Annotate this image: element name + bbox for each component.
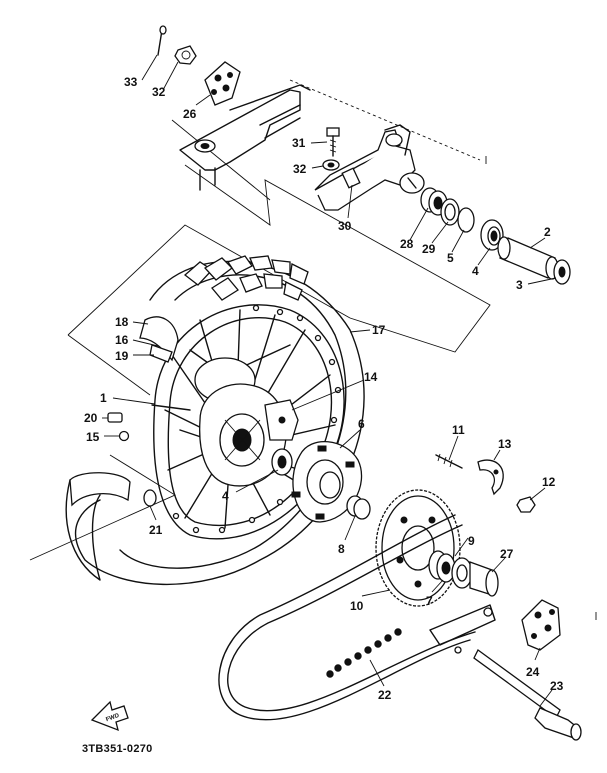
callout-28: 29: [422, 242, 436, 256]
part-32-nut: [174, 45, 197, 65]
part-29-brake-arm: [314, 124, 425, 211]
part-23-axle: [473, 649, 582, 741]
callout-4-lower: 4: [222, 489, 229, 503]
callout-3: 3: [516, 278, 523, 292]
part-2-spacer: [497, 236, 559, 280]
callout-16: 16: [115, 333, 129, 347]
callout-32: 32: [152, 85, 166, 99]
callout-26: 27: [500, 547, 514, 561]
part-5-circlip: [457, 207, 475, 233]
part-15-nut: [118, 430, 130, 442]
rear-hub: [194, 357, 299, 487]
chain-links: [326, 628, 402, 678]
part-24-adjuster-plate: [521, 599, 561, 651]
part-25-adjuster-plate: [204, 61, 241, 106]
part-11-stud-bolt: [435, 453, 463, 469]
callout-12: 12: [542, 475, 556, 489]
part-8-spacer: [346, 495, 371, 520]
tire-tread: [183, 255, 309, 301]
bracket-washer: [194, 139, 216, 153]
callout-18: 18: [115, 315, 129, 329]
part-9-oil-seal: [451, 557, 473, 589]
part-33-cotter-pin: [157, 25, 167, 56]
callout-2: 2: [544, 225, 551, 239]
callout-33: 33: [124, 75, 138, 89]
callout-20: 20: [84, 411, 98, 425]
callout-11: 11: [452, 423, 465, 437]
callout-1: 1: [100, 391, 107, 405]
callout-10: 10: [350, 599, 364, 613]
callout-30: 31: [292, 136, 306, 150]
part-31-washer: [322, 159, 340, 171]
part-6-clutch-hub: [291, 441, 363, 523]
part-12-nut: [516, 496, 536, 513]
callout-22: 22: [378, 688, 392, 702]
part-22-drive-chain: [218, 514, 476, 721]
part-21-valve: [143, 489, 157, 507]
callout-17: 17: [372, 323, 386, 337]
callout-6: 6: [358, 417, 365, 431]
callout-24: 24: [526, 665, 540, 679]
part-1-spoke-set: [151, 404, 191, 411]
fwd-arrow-icon: FWD: [90, 700, 129, 732]
part-10-sprocket: [375, 489, 461, 607]
rim-spoke-nipples: [172, 304, 342, 534]
drawing-code: 3TB351-0270: [82, 743, 153, 755]
chain-guide: [429, 604, 496, 654]
callout-8: 8: [338, 542, 345, 556]
part-7-collar: [428, 550, 456, 583]
callout-13: 13: [498, 437, 512, 451]
callout-15: 15: [86, 430, 100, 444]
callout-14: 14: [364, 370, 378, 384]
part-4-bearing: [480, 219, 504, 251]
leader-lines: [102, 54, 557, 707]
callout-7: 7: [426, 594, 433, 608]
callout-27: 28: [400, 237, 414, 251]
callout-29: 30: [338, 219, 352, 233]
callout-25: 26: [183, 107, 197, 121]
callout-19: 19: [115, 349, 129, 363]
fwd-label: FWD: [105, 713, 121, 724]
callout-21: 21: [149, 523, 163, 537]
part-30-bolt: [326, 127, 340, 157]
swingarm-bracket: [179, 79, 481, 191]
rim-band-parts: [139, 316, 179, 363]
callout-labels: 33 32 26 31 32 30 28 29 5 4 2 3 17 18 16…: [84, 75, 564, 702]
callout-31: 32: [293, 162, 307, 176]
callout-5: 5: [447, 251, 454, 265]
part-13-lock-washer: [477, 459, 504, 496]
part-20-nipple: [107, 412, 123, 423]
part-26-axle-collar: [469, 561, 499, 597]
callout-23: 23: [550, 679, 564, 693]
part-28-oil-seal: [440, 198, 460, 226]
part-3-flange: [553, 259, 571, 285]
callout-4-top: 4: [472, 264, 479, 278]
callout-9: 9: [468, 534, 475, 548]
